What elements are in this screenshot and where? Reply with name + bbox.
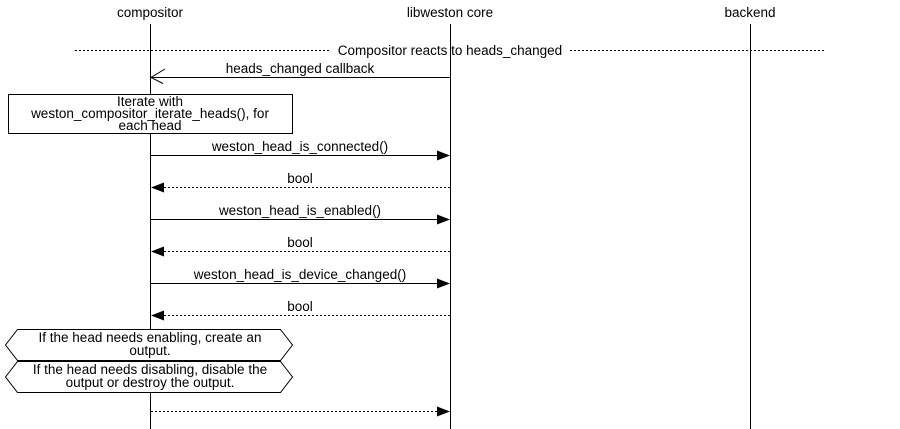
note-box bbox=[8, 94, 293, 134]
message-label: weston_head_is_device_changed() bbox=[193, 267, 406, 282]
condition-note-enabling: If the head needs enabling, create an ou… bbox=[4, 329, 294, 361]
message-label: weston_head_is_enabled() bbox=[218, 203, 381, 218]
participant-label-libweston-core: libweston core bbox=[407, 5, 493, 20]
condition-line-1: If the head needs enabling, create an bbox=[39, 330, 262, 345]
participant-label-backend: backend bbox=[724, 5, 775, 20]
condition-hexagon bbox=[4, 329, 294, 361]
message-label: heads_changed callback bbox=[226, 61, 375, 76]
divider-heads-changed: Compositor reacts to heads_changed bbox=[75, 43, 826, 58]
message-bool-device-changed-return: bool bbox=[151, 299, 450, 321]
condition-note-disabling: If the head needs disabling, disable the… bbox=[4, 361, 294, 393]
open-arrowhead-icon bbox=[149, 68, 166, 84]
message-bool-connected-return: bool bbox=[151, 171, 450, 193]
message-unlabeled-return bbox=[151, 406, 450, 417]
filled-arrowhead-icon bbox=[437, 278, 450, 289]
condition-line-2: output. bbox=[129, 343, 170, 358]
filled-arrowhead-icon bbox=[437, 214, 450, 225]
condition-line-2: output or destroy the output. bbox=[66, 375, 235, 390]
message-label: bool bbox=[287, 171, 313, 186]
message-weston-head-is-enabled: weston_head_is_enabled() bbox=[151, 203, 450, 225]
condition-line-1: If the head needs disabling, disable the bbox=[33, 362, 267, 377]
filled-arrowhead-icon bbox=[437, 406, 450, 417]
note-line-3: each head bbox=[118, 118, 181, 133]
message-heads-changed-callback: heads_changed callback bbox=[149, 61, 450, 84]
message-label: weston_head_is_connected() bbox=[211, 139, 388, 154]
message-bool-enabled-return: bool bbox=[151, 235, 450, 257]
message-weston-head-is-connected: weston_head_is_connected() bbox=[151, 139, 450, 161]
filled-arrowhead-icon bbox=[437, 150, 450, 161]
message-weston-head-is-device-changed: weston_head_is_device_changed() bbox=[151, 267, 450, 289]
message-label: bool bbox=[287, 299, 313, 314]
note-iterate-heads: Iterate with weston_compositor_iterate_h… bbox=[8, 94, 293, 134]
participant-label-compositor: compositor bbox=[117, 5, 184, 20]
participant-labels: compositor libweston core backend bbox=[117, 5, 776, 20]
message-label: bool bbox=[287, 235, 313, 250]
note-line-2: weston_compositor_iterate_heads(), for bbox=[30, 106, 269, 121]
note-line-1: Iterate with bbox=[117, 94, 183, 109]
filled-arrowhead-icon bbox=[151, 182, 164, 193]
condition-hexagon bbox=[4, 361, 294, 393]
divider-label: Compositor reacts to heads_changed bbox=[338, 43, 562, 58]
filled-arrowhead-icon bbox=[151, 310, 164, 321]
filled-arrowhead-icon bbox=[151, 246, 164, 257]
